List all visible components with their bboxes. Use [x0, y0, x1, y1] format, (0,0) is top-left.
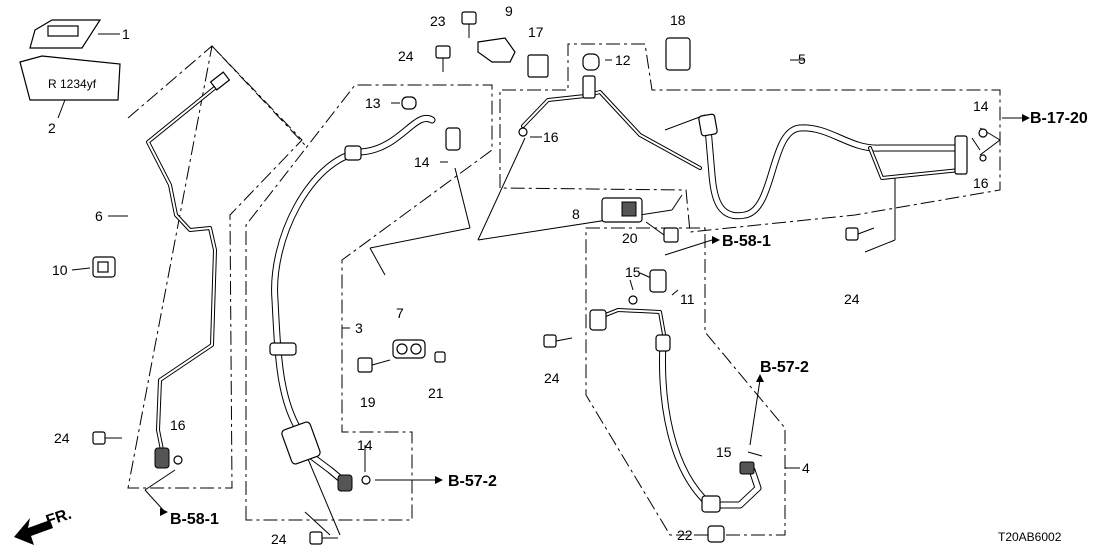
bracket-7 [392, 339, 426, 359]
nut-21 [434, 351, 446, 363]
hose-3 [269, 114, 461, 492]
cap-12 [582, 53, 600, 71]
leader-lines [57, 33, 1022, 536]
bolt-24e [845, 227, 875, 241]
bolt-24c [309, 531, 338, 545]
ref-b-17-20[interactable]: B-17-20 [1030, 110, 1088, 127]
callout-15b: 15 [716, 444, 732, 460]
callout-15a: 15 [625, 264, 641, 280]
callout-8: 8 [572, 206, 580, 222]
bolt-23 [461, 11, 477, 38]
bolt-24b [92, 431, 122, 445]
front-arrow-icon [14, 518, 53, 545]
bolt-20 [645, 221, 679, 243]
callout-3: 3 [355, 320, 363, 336]
callout-19: 19 [360, 394, 376, 410]
callout-13: 13 [365, 95, 381, 111]
ref-arrows [160, 114, 1030, 516]
callout-18: 18 [670, 12, 686, 28]
callout-24b: 24 [54, 430, 70, 446]
bolt-19 [357, 357, 391, 373]
ref-b-58-1-left[interactable]: B-58-1 [170, 511, 219, 528]
outline-pipe-6 [127, 44, 306, 489]
svg-text:R 1234yf: R 1234yf [48, 77, 97, 91]
callout-1: 1 [122, 26, 130, 42]
clip-17 [527, 54, 549, 78]
callout-24e: 24 [844, 291, 860, 307]
sensor-8 [601, 197, 643, 223]
callout-11: 11 [680, 291, 695, 307]
outline-hose-4 [585, 227, 786, 536]
outline-hose-3 [245, 84, 493, 521]
callout-6: 6 [95, 208, 103, 224]
callout-9: 9 [505, 3, 513, 19]
callout-2: 2 [48, 120, 56, 136]
switch-11 [649, 269, 667, 293]
callout-4: 4 [802, 460, 810, 476]
outline-pipe-5 [499, 43, 1001, 233]
bracket-10 [92, 256, 116, 278]
callout-7: 7 [396, 305, 404, 321]
label-parts-1-2: R 1234yf [19, 19, 121, 101]
callout-23: 23 [430, 13, 446, 29]
ref-b-57-2-right[interactable]: B-57-2 [760, 359, 809, 376]
pipe-5 [518, 75, 988, 220]
cap-13 [401, 96, 417, 110]
ref-b-57-2-center[interactable]: B-57-2 [448, 473, 497, 490]
bracket-9 [477, 37, 516, 63]
callout-24a: 24 [398, 48, 414, 64]
callout-14b: 14 [973, 98, 989, 114]
nut-22 [707, 525, 725, 543]
callout-24d: 24 [544, 370, 560, 386]
callout-22: 22 [677, 527, 693, 543]
callout-14c: 14 [357, 437, 373, 453]
callout-16a: 16 [543, 129, 559, 145]
ref-b-58-1-right[interactable]: B-58-1 [722, 233, 771, 250]
callout-5: 5 [798, 51, 806, 67]
callout-21: 21 [428, 385, 444, 401]
callout-20: 20 [622, 230, 638, 246]
callout-16c: 16 [170, 417, 186, 433]
bolt-24a [435, 45, 451, 72]
callout-12: 12 [615, 52, 631, 68]
pipe-6 [146, 71, 231, 469]
front-label: FR. [44, 506, 74, 530]
bolt-24d [543, 334, 573, 348]
callout-24c: 24 [271, 531, 287, 547]
callout-10: 10 [52, 262, 68, 278]
callout-16b: 16 [973, 175, 989, 191]
diagram-code: T20AB6002 [998, 530, 1062, 544]
clip-18 [665, 37, 691, 71]
callout-14a: 14 [414, 154, 430, 170]
callout-17: 17 [528, 24, 544, 40]
hose-4 [589, 295, 763, 513]
